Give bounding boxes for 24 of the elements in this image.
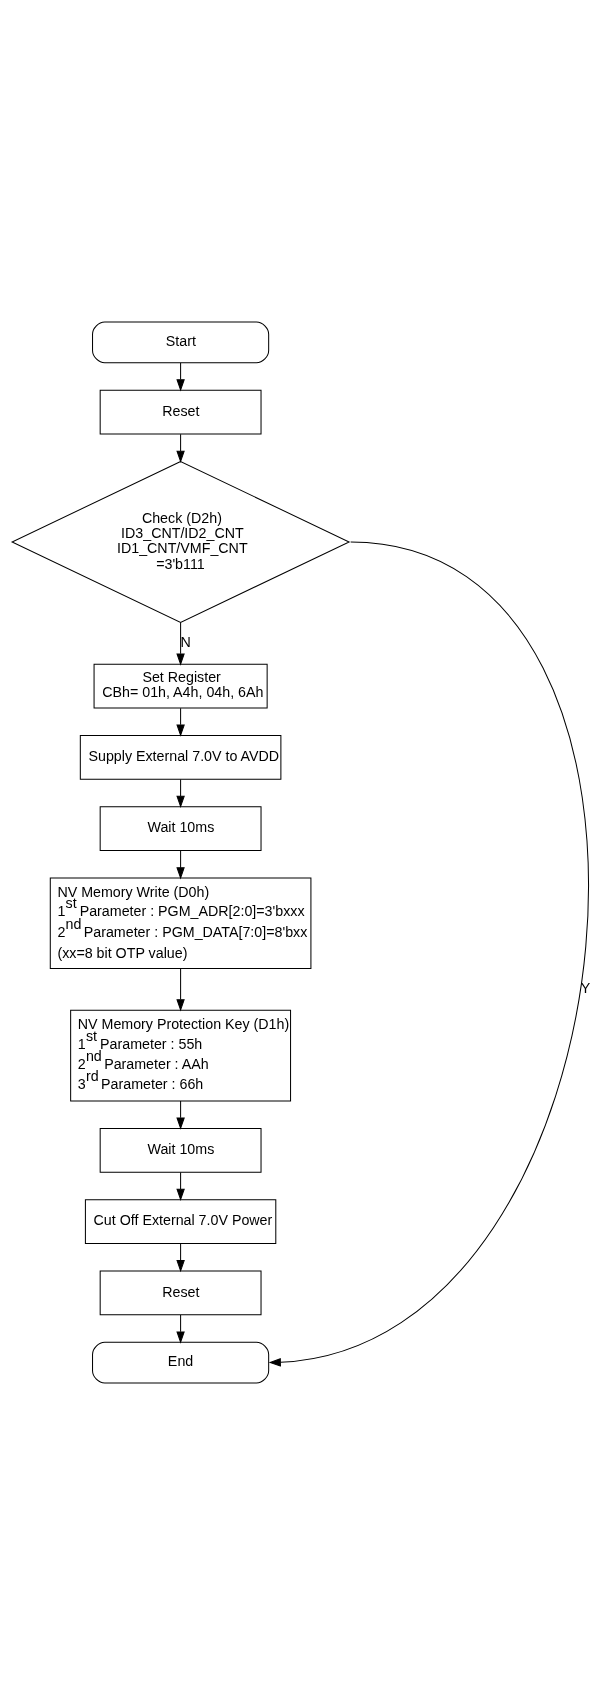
arrow — [176, 1100, 185, 1130]
arrow — [268, 540, 588, 1367]
arrow — [176, 621, 185, 666]
arrow — [176, 967, 185, 1011]
arrow — [176, 778, 185, 808]
node-box: Reset — [99, 389, 262, 435]
node-box: End — [92, 1341, 270, 1383]
arrow — [176, 433, 185, 463]
edge-label: N — [180, 633, 191, 650]
node-box: Start — [92, 321, 270, 363]
edge-label: Y — [580, 979, 591, 996]
node-box: Cut Off External 7.0V Power — [84, 1198, 277, 1244]
arrow — [176, 707, 185, 737]
node-box: Set Register CBh= 01h, A4h, 04h, 6Ah — [93, 663, 268, 708]
node-box: Supply External 7.0V to AVDD — [79, 734, 282, 780]
arrow — [176, 849, 185, 879]
arrow — [176, 1313, 185, 1344]
node-box: Reset — [99, 1269, 262, 1315]
node-box: Wait 10ms — [99, 1127, 262, 1173]
node-diamond: Check (D2h) ID3_CNT/ID2_CNT ID1_CNT/VMF_CNT =3'b111 — [10, 460, 351, 623]
arrow — [176, 1242, 185, 1272]
arrow — [176, 1171, 185, 1201]
node-box: Wait 10ms — [99, 805, 262, 851]
arrow — [176, 362, 185, 391]
